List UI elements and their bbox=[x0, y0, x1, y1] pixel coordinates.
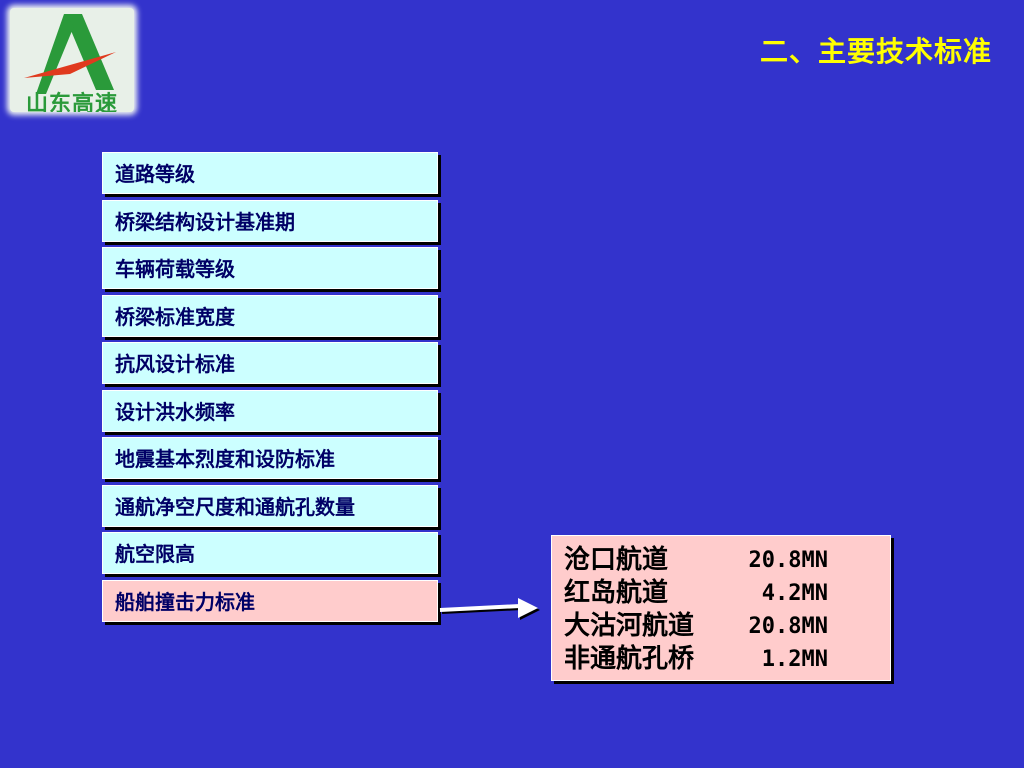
menu-item-aviation-height-limit[interactable]: 航空限高 bbox=[102, 532, 438, 574]
menu-item-bridge-width[interactable]: 桥梁标准宽度 bbox=[102, 294, 438, 337]
detail-row-value: 20.8MN bbox=[748, 548, 828, 573]
detail-row-value: 4.2MN bbox=[761, 581, 828, 606]
logo-a-mark bbox=[24, 14, 116, 94]
menu-item-design-reference-period[interactable]: 桥梁结构设计基准期 bbox=[102, 199, 438, 242]
detail-row: 红岛航道 4.2MN bbox=[564, 577, 890, 610]
detail-row-value: 1.2MN bbox=[761, 647, 828, 672]
menu-item-wind-resistance[interactable]: 抗风设计标准 bbox=[102, 342, 438, 384]
detail-row-name: 红岛航道 bbox=[564, 578, 669, 608]
logo: 山东高速 bbox=[10, 8, 134, 112]
menu-item-seismic-standard[interactable]: 地震基本烈度和设防标准 bbox=[102, 437, 438, 479]
page-title: 二、主要技术标准 bbox=[759, 35, 992, 68]
detail-row: 非通航孔桥 1.2MN bbox=[564, 643, 890, 676]
detail-row-name: 沧口航道 bbox=[564, 545, 669, 575]
standards-menu: 道路等级 桥梁结构设计基准期 车辆荷载等级 桥梁标准宽度 抗风设计标准 设计洪水… bbox=[102, 152, 438, 627]
menu-item-road-grade[interactable]: 道路等级 bbox=[102, 152, 438, 194]
logo-text: 山东高速 bbox=[25, 92, 118, 112]
right-arrow-icon bbox=[439, 598, 540, 620]
detail-row: 大沽河航道 20.8MN bbox=[564, 610, 890, 643]
menu-item-flood-frequency[interactable]: 设计洪水频率 bbox=[102, 389, 438, 432]
detail-row-value: 20.8MN bbox=[748, 614, 828, 639]
detail-row: 沧口航道 20.8MN bbox=[564, 544, 890, 577]
detail-row-name: 非通航孔桥 bbox=[564, 644, 695, 674]
detail-row-name: 大沽河航道 bbox=[564, 611, 695, 641]
menu-item-navigation-clearance[interactable]: 通航净空尺度和通航孔数量 bbox=[102, 484, 438, 527]
collision-force-panel: 沧口航道 20.8MN 红岛航道 4.2MN 大沽河航道 20.8MN 非通航孔… bbox=[551, 535, 891, 681]
menu-item-vehicle-load-grade[interactable]: 车辆荷载等级 bbox=[102, 247, 438, 289]
menu-item-ship-collision-force[interactable]: 船舶撞击力标准 bbox=[102, 579, 438, 622]
